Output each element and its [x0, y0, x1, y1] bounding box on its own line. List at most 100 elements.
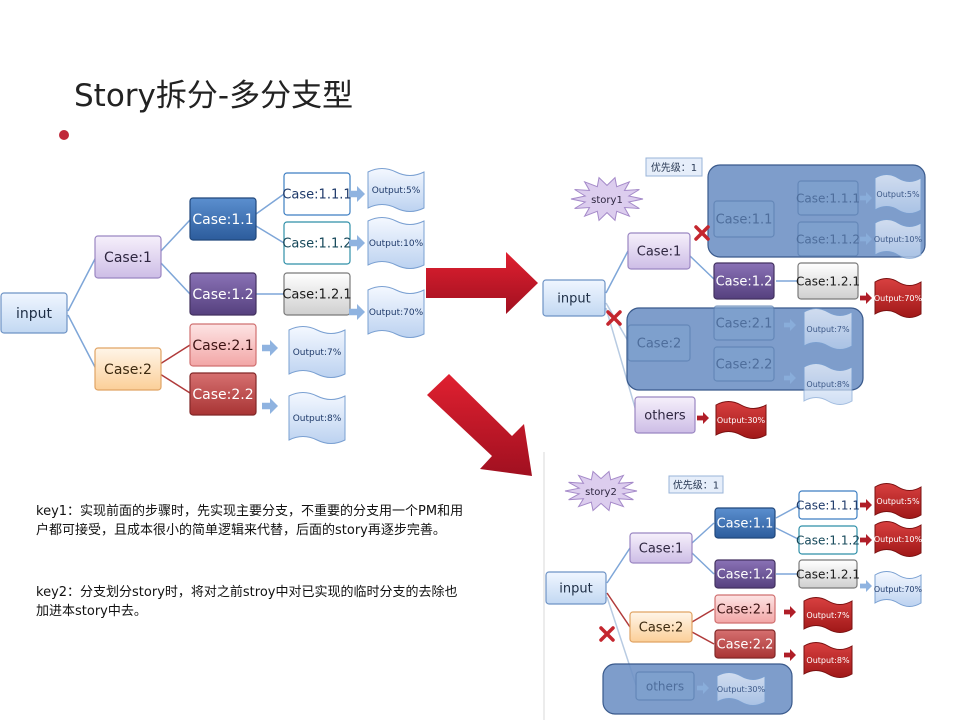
s2-case12-label: Case:1.2	[717, 568, 774, 583]
s1-arrow-out112	[860, 233, 872, 245]
left-case12: Case:1.2	[189, 272, 257, 316]
s1-arrow-out121	[860, 292, 872, 304]
s2-edge-case1-case12	[691, 552, 715, 575]
left-out21: Output:7%	[288, 326, 346, 378]
s1-out121-label: Output:70%	[874, 294, 923, 303]
left-out111-label: Output:5%	[372, 186, 421, 196]
s2-out121-label: Output:70%	[874, 585, 923, 594]
s2-out21: Output:7%	[803, 597, 853, 633]
s2-input-label: input	[559, 582, 592, 597]
s1-out22-label: Output:8%	[806, 380, 850, 389]
s1-case21: Case:2.1	[713, 305, 775, 341]
s2-case11: Case:1.1	[714, 507, 776, 539]
left-arrow-out112	[349, 235, 365, 251]
s2-case111: Case:1.1.1	[796, 490, 860, 520]
s1-xmark-case11	[694, 225, 710, 241]
note-key2: key2：分支划分story时，将对之前stroy中对已实现的临时分支的去除也加…	[36, 585, 458, 619]
edge-case2-case21	[159, 344, 191, 365]
s2-edge-case2-case21	[691, 608, 715, 623]
s2-case12: Case:1.2	[714, 559, 776, 589]
story1-burst-label: story1	[591, 195, 623, 206]
s2-case121: Case:1.2.1	[796, 559, 860, 589]
left-arrow-out22	[262, 398, 278, 414]
left-case111-label: Case:1.1.1	[282, 188, 351, 203]
s1-arrow-out22	[784, 372, 796, 384]
left-input-label: input	[16, 306, 53, 322]
left-input: input	[0, 292, 68, 334]
left-case2: Case:2	[94, 347, 162, 391]
s1-case21-label: Case:2.1	[716, 317, 773, 332]
edge-case11-case112	[255, 225, 285, 244]
s1-edge-input-others	[605, 307, 637, 412]
s1-xmark-case2	[606, 310, 622, 326]
left-out121: Output:70%	[367, 286, 425, 338]
s1-case12: Case:1.2	[713, 262, 775, 300]
left-arrow-out121	[349, 304, 365, 320]
left-case121-label: Case:1.2.1	[282, 288, 351, 303]
left-case111: Case:1.1.1	[282, 172, 352, 216]
story1-priority: 优先级：1	[645, 157, 703, 177]
left-case1-label: Case:1	[104, 250, 152, 266]
s2-arrow-others	[697, 682, 709, 694]
s1-out112: Output:10%	[874, 219, 923, 259]
edge-input-case2	[67, 314, 97, 370]
s1-others: others	[634, 396, 696, 434]
left-case112: Case:1.1.2	[282, 221, 352, 265]
note-key1: key1：实现前面的步骤时，先实现主要分支，不重要的分支用一个PM和用户都可接受…	[36, 504, 464, 538]
s2-case1-label: Case:1	[639, 542, 683, 557]
s2-case21: Case:2.1	[714, 594, 776, 624]
s1-case112: Case:1.1.2	[796, 221, 860, 257]
s1-out112-label: Output:10%	[874, 235, 923, 244]
left-case12-label: Case:1.2	[192, 287, 253, 303]
s2-edge-case1-case11	[691, 522, 715, 544]
s1-case1-label: Case:1	[637, 245, 681, 260]
left-out111: Output:5%	[367, 168, 425, 212]
s1-case11: Case:1.1	[713, 200, 775, 238]
left-case21-label: Case:2.1	[192, 338, 253, 354]
edge-case1-case12	[159, 261, 191, 295]
left-out112: Output:10%	[367, 217, 425, 269]
diagrams: inputCase:1Case:2Case:1.1Case:1.2Case:2.…	[0, 157, 926, 715]
s1-out-others-label: Output:30%	[717, 416, 766, 425]
s1-case2: Case:2	[627, 324, 691, 362]
s1-arrow-out21	[784, 319, 796, 331]
s1-input-label: input	[557, 292, 590, 307]
arrow-right	[426, 252, 538, 314]
left-case21: Case:2.1	[189, 323, 257, 367]
s2-out111-label: Output:5%	[876, 497, 920, 506]
s1-out21: Output:7%	[803, 308, 853, 350]
s2-arrow-out121	[860, 580, 872, 592]
s2-arrow-out112	[860, 534, 872, 546]
s1-out111: Output:5%	[874, 174, 922, 214]
s1-out21-label: Output:7%	[806, 325, 850, 334]
s2-input: input	[545, 571, 607, 605]
left-out121-label: Output:70%	[369, 308, 424, 318]
s1-case1: Case:1	[627, 232, 691, 270]
title-underline-dot	[59, 130, 69, 140]
s1-arrow-others	[697, 412, 709, 424]
s1-case121: Case:1.2.1	[796, 262, 860, 300]
s2-case22-label: Case:2.2	[717, 638, 774, 653]
s2-case121-label: Case:1.2.1	[796, 567, 860, 581]
s2-case112: Case:1.1.2	[796, 525, 860, 555]
left-out21-label: Output:7%	[293, 348, 342, 358]
s1-out-others: Output:30%	[715, 401, 767, 439]
s2-edge-input-case1	[606, 547, 631, 584]
story2-priority: 优先级：1	[668, 475, 724, 494]
s1-edge-case1-case12	[689, 255, 717, 282]
s2-edge-case2-case22	[691, 631, 715, 645]
s1-case111: Case:1.1.1	[796, 180, 860, 216]
s1-case22: Case:2.2	[713, 346, 775, 382]
story2-burst-label: story2	[585, 487, 617, 498]
s2-edge-input-case2	[606, 592, 631, 628]
s1-edge-input-case1	[605, 250, 629, 294]
s2-case2-label: Case:2	[639, 621, 683, 636]
left-arrow-out111	[349, 186, 365, 202]
s2-case2: Case:2	[629, 611, 693, 643]
s2-out121: Output:70%	[874, 571, 923, 607]
left-arrow-out21	[262, 340, 278, 356]
s2-edge-case11-case111	[775, 504, 801, 519]
story1-burst: story1	[570, 176, 644, 222]
